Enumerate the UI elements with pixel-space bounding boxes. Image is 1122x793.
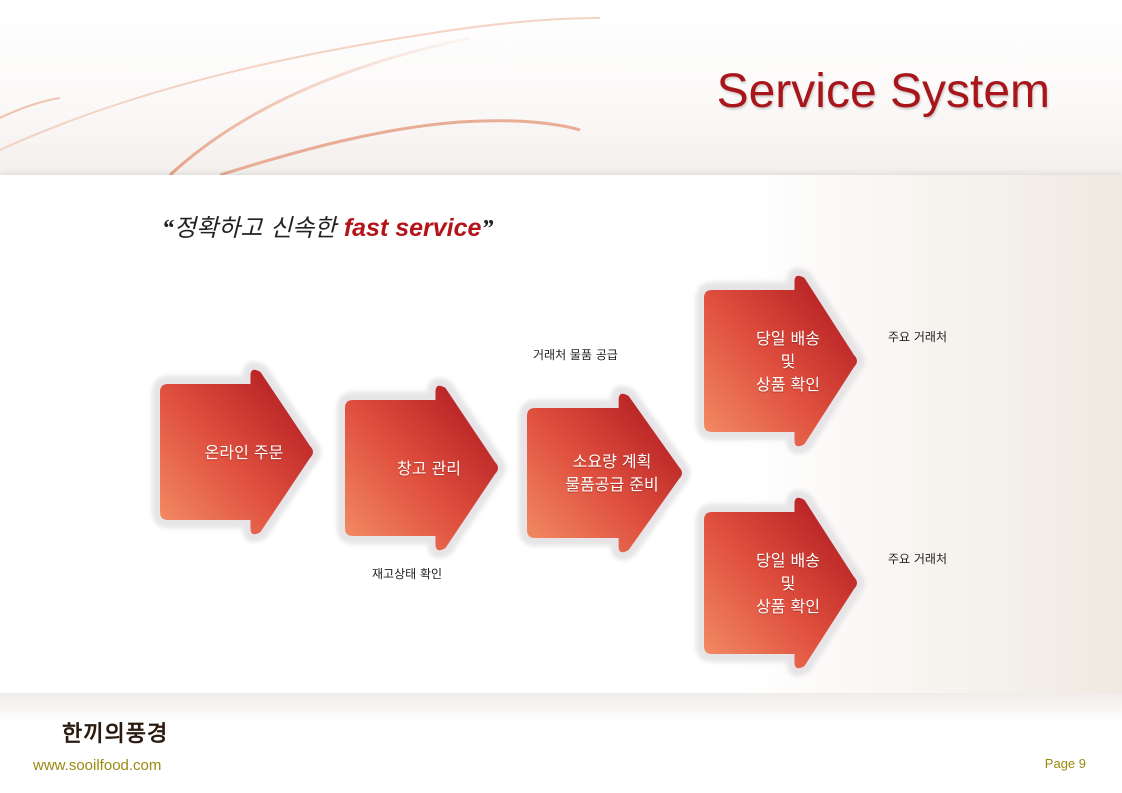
process-arrow-3 xyxy=(527,393,682,553)
process-step-label-1: 온라인 주문 xyxy=(204,442,284,462)
process-note-2: 거래처 물품 공급 xyxy=(533,348,618,362)
process-arrow-2 xyxy=(345,385,498,551)
process-arrow-5 xyxy=(704,497,857,669)
tagline-accent: fast service xyxy=(343,214,482,242)
page-number: Page 9 xyxy=(1044,756,1086,771)
process-note-1: 재고상태 확인 xyxy=(372,567,443,581)
process-step-label-3: 소요량 계획 물품공급 준비 xyxy=(565,452,659,494)
footer-band xyxy=(0,693,1122,793)
header-band xyxy=(0,0,1122,175)
process-step-label-2: 창고 관리 xyxy=(397,458,461,478)
process-arrow-1 xyxy=(160,369,313,535)
tagline-korean: 정확하고 신속한 xyxy=(174,214,344,242)
process-note-4: 주요 거래처 xyxy=(888,552,948,566)
tagline: “정확하고 신속한 fast service” xyxy=(162,208,493,243)
tagline-close-quote: ” xyxy=(481,216,494,242)
page-title: Service System xyxy=(716,65,1050,118)
process-step-label-5: 당일 배송 및 상품 확인 xyxy=(756,550,820,616)
website-link[interactable]: www.sooilfood.com xyxy=(33,757,162,774)
brand-logo: 한끼의풍경 xyxy=(62,721,169,747)
process-arrow-4 xyxy=(704,275,857,447)
tagline-open-quote: “ xyxy=(162,216,174,242)
process-step-label-4: 당일 배송 및 상품 확인 xyxy=(756,328,820,394)
process-note-3: 주요 거래처 xyxy=(888,330,948,344)
